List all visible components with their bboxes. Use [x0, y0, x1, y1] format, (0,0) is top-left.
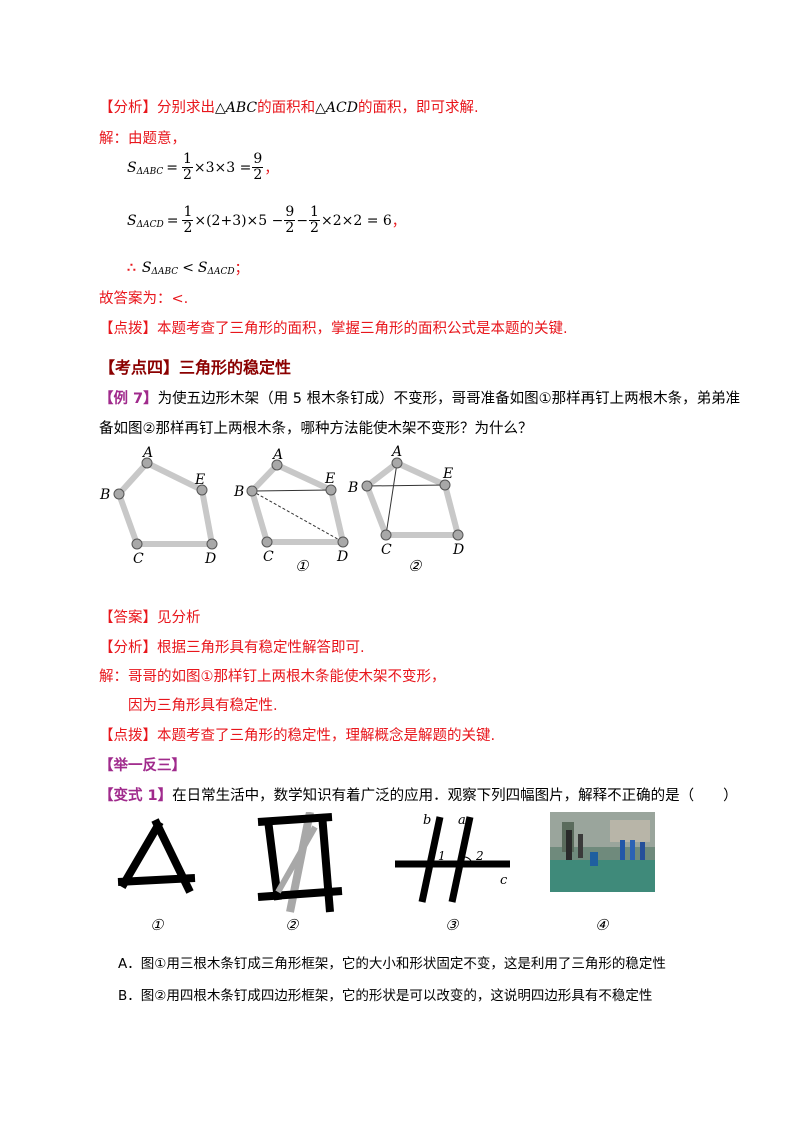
option-b[interactable]: B．图②用四根木条钉成四边形框架，它的形状是可以改变的，这说明四边形具有不稳定性 [118, 988, 653, 1004]
pentagon-original-nodes [113, 457, 218, 550]
label-E: E [194, 472, 205, 488]
example-tag: 【例 7】 [99, 391, 158, 407]
eq1-tail: ， [264, 160, 279, 177]
variant-text: 在日常生活中，数学知识有着广泛的应用．观察下列四幅图片，解释不正确的是（ ） [172, 788, 738, 804]
fig1-label-D: D [336, 549, 348, 565]
variant-tag: 【变式 1】 [99, 788, 173, 804]
eq3-tail: ； [234, 261, 249, 277]
pic3-label-2: 2 [475, 849, 484, 863]
eq2-s: S [127, 212, 137, 229]
label-A: A [141, 445, 153, 461]
therefore-symbol: ∴ [127, 260, 136, 276]
fig2-label-D: D [452, 542, 464, 558]
tip-tag: 【点拨】 [99, 321, 157, 337]
label-C: C [133, 551, 144, 567]
fig2-label-E: E [442, 466, 453, 482]
analysis7-text: 根据三角形具有稳定性解答即可. [157, 640, 365, 656]
picture-label-2: ② [285, 916, 300, 934]
pentagon-figures: A E B C D A E B C D ① A E B C D ② [99, 444, 464, 575]
pic3-label-a: a [458, 813, 466, 828]
triangle-abc: △ABC [215, 100, 258, 116]
pic3-label-b: b [423, 813, 431, 828]
fig2-label-C: C [381, 542, 392, 558]
eq3-lt: < [182, 260, 194, 276]
fig1-number: ① [295, 557, 310, 575]
answer-7: 【答案】见分析 [99, 606, 201, 627]
eq2-eq: = [166, 212, 179, 229]
eq2-sub: ΔACD [136, 219, 164, 230]
fig2-label-B: B [347, 480, 358, 496]
pentagon-fig1: A E B C D ① [233, 447, 349, 575]
fig1-label-A: A [271, 447, 283, 463]
analysis7-tag: 【分析】 [99, 640, 157, 656]
eq1-sub: ΔABC [136, 166, 164, 177]
answer-line: 故答案为：<. [99, 291, 189, 307]
solution-7-line2: 因为三角形具有稳定性. [128, 698, 278, 714]
pentagon-fig2: A E B C D ② [347, 444, 464, 575]
picture-label-4: ④ [595, 916, 610, 934]
fig2-label-A: A [390, 444, 402, 460]
analysis-text-mid: 的面积和 [257, 100, 316, 116]
four-pictures: b a c 1 2 ① ② ③ ④ [117, 812, 655, 934]
example-text-1: 为使五边形木架（用 5 根木条钉成）不变形，哥哥准备如图①那样再钉上两根木条，弟… [157, 391, 741, 407]
picture-4-photo [550, 812, 655, 892]
label-B: B [99, 487, 110, 503]
picture-label-1: ① [150, 916, 165, 934]
tip7-tag: 【点拨】 [99, 728, 157, 744]
answer-text: 见分析 [157, 610, 201, 626]
section-title: 【考点四】三角形的稳定性 [99, 358, 292, 377]
eq2-tail: ， [391, 213, 406, 230]
option-a[interactable]: A．图①用三根木条钉成三角形框架，它的大小和形状固定不变，这是利用了三角形的稳定… [118, 956, 666, 972]
example-7-line2: 备如图②那样再钉上两根木条，哪种方法能使木架不变形？为什么？ [99, 421, 533, 437]
picture-2-quad [257, 812, 343, 913]
example-7-line1: 【例 7】为使五边形木架（用 5 根木条钉成）不变形，哥哥准备如图①那样再钉上两… [99, 387, 740, 408]
eq3-s1-sub: ΔABC [151, 267, 179, 277]
fig1-label-C: C [263, 549, 274, 565]
fig2-number: ② [408, 557, 423, 575]
eq2-part2: ×2×2 = 6 [320, 212, 392, 229]
answer-tag: 【答案】 [99, 610, 157, 626]
analysis-line: 【分析】分别求出△ABC的面积和△ACD的面积，即可求解. [99, 96, 479, 117]
eq2-part1: ×(2+3)×5 − [194, 212, 284, 229]
tip-line-7: 【点拨】本题考查了三角形的稳定性，理解概念是解题的关键. [99, 724, 495, 745]
practice-title: 【举一反三】 [99, 758, 186, 774]
label-D: D [204, 551, 216, 567]
picture-3-lines: b a c 1 2 [395, 813, 510, 903]
variant-1: 【变式 1】在日常生活中，数学知识有着广泛的应用．观察下列四幅图片，解释不正确的… [99, 784, 738, 805]
pentagon-original [115, 460, 216, 547]
eq3-s2: S [197, 260, 208, 276]
eq1-s: S [127, 159, 137, 176]
analysis-text-post: 的面积，即可求解. [357, 100, 479, 116]
solution-intro: 解：由题意， [99, 131, 186, 147]
tip7-text: 本题考查了三角形的稳定性，理解概念是解题的关键. [157, 728, 496, 744]
eq1-eq: = [166, 159, 178, 176]
analysis-tag: 【分析】 [99, 100, 157, 116]
fig1-label-B: B [233, 484, 244, 500]
pic3-label-c: c [500, 873, 508, 888]
solution-7-line1: 解：哥哥的如图①那样钉上两根木条能使木架不变形， [99, 669, 446, 685]
eq3-s2-sub: ΔACD [207, 267, 235, 277]
eq2-minus: − [296, 212, 309, 229]
pic3-label-1: 1 [438, 849, 446, 863]
analysis-text-pre: 分别求出 [157, 100, 215, 116]
triangle-acd: △ACD [315, 100, 358, 116]
picture-1-triangle [117, 818, 196, 894]
tip-line-1: 【点拨】本题考查了三角形的面积，掌握三角形的面积公式是本题的关键. [99, 317, 568, 338]
picture-label-3: ③ [445, 916, 460, 934]
tip-text: 本题考查了三角形的面积，掌握三角形的面积公式是本题的关键. [157, 321, 568, 337]
fig1-label-E: E [324, 471, 335, 487]
analysis-7: 【分析】根据三角形具有稳定性解答即可. [99, 636, 365, 657]
eq1-mult: ×3×3 = [193, 159, 252, 176]
eq3-s1: S [141, 260, 152, 276]
